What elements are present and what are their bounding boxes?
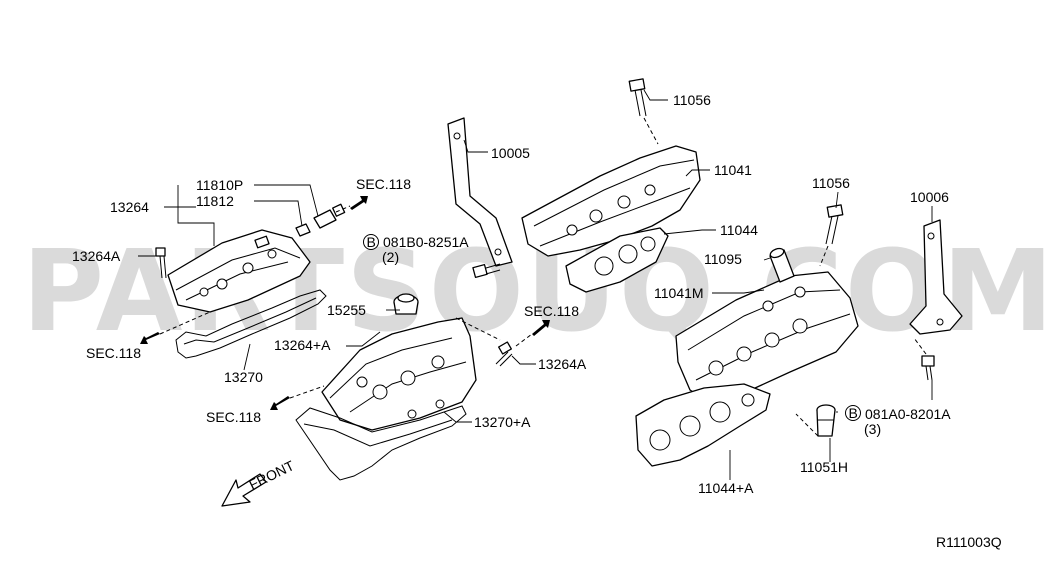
svg-text:B: B [849,405,858,421]
label-qty-3: (3) [864,421,881,437]
sec118-arrow-top [335,196,368,213]
label-10006: 10006 [910,189,949,205]
diagram-code: R111003Q [936,534,1002,550]
label-11044: 11044 [720,222,758,238]
cylinder-head-11041 [521,145,701,257]
label-11812: 11812 [196,193,234,209]
label-11056-right: 11056 [812,175,850,191]
bolt-marker-081B0: B [363,234,379,250]
bolt-081A0-8201A [913,337,935,381]
sec118-arrow-left [140,311,211,344]
bolt-13264A-mid [495,341,513,367]
bolt-081B0-8251A [472,263,501,279]
label-13264pA: 13264+A [274,337,331,353]
front-arrow-icon [221,473,267,507]
rocker-cover-right [321,317,477,431]
pcv-valve [295,203,346,237]
label-sec118-mid: SEC.118 [524,303,579,319]
leader-13264A-mid-dashed [455,317,501,341]
label-sec118-left: SEC.118 [86,345,141,361]
label-11051H: 11051H [800,459,848,475]
rocker-gasket-left [175,289,327,359]
label-11810P: 11810P [196,177,243,193]
label-sec118-top: SEC.118 [356,176,411,192]
label-081A0-8201A: 081A0-8201A [865,406,951,422]
label-11041M: 11041M [654,285,704,301]
front-label: FRONT [246,457,297,493]
label-11056-top: 11056 [673,92,711,108]
label-081B0-8251A: 081B0-8251A [383,234,469,250]
head-gasket-11044 [565,227,669,293]
label-qty-2: (2) [382,249,399,265]
sec118-arrow-mid [515,320,550,347]
label-11044pA: 11044+A [698,480,754,496]
label-sec118-bottom: SEC.118 [206,409,261,425]
dowel-11095 [769,247,795,283]
sec118-arrow-bottom [270,385,325,410]
plug-11051H [795,404,836,437]
label-13270: 13270 [224,369,263,385]
leader-lines [138,89,933,480]
label-13264: 13264 [110,199,149,215]
bolt-marker-081A0: B [845,405,861,421]
rocker-cover-left [167,229,311,313]
head-bolt-11056-top [628,78,659,145]
label-13264A-mid: 13264A [538,356,587,372]
label-13264A-left: 13264A [72,248,121,264]
label-13270pA: 13270+A [474,414,531,430]
svg-text:B: B [367,234,376,250]
label-11041: 11041 [714,162,752,178]
engine-bracket-10006 [909,219,963,335]
oil-filler-cap-15255 [393,293,419,315]
engine-bracket-10005 [447,117,513,267]
head-bolt-11056-right [819,204,844,267]
label-11095: 11095 [704,251,742,267]
label-10005: 10005 [491,145,530,161]
rocker-gasket-right [295,405,467,481]
bolt-13264A-left [155,247,167,279]
label-15255: 15255 [327,302,366,318]
head-gasket-11044A [635,383,771,467]
